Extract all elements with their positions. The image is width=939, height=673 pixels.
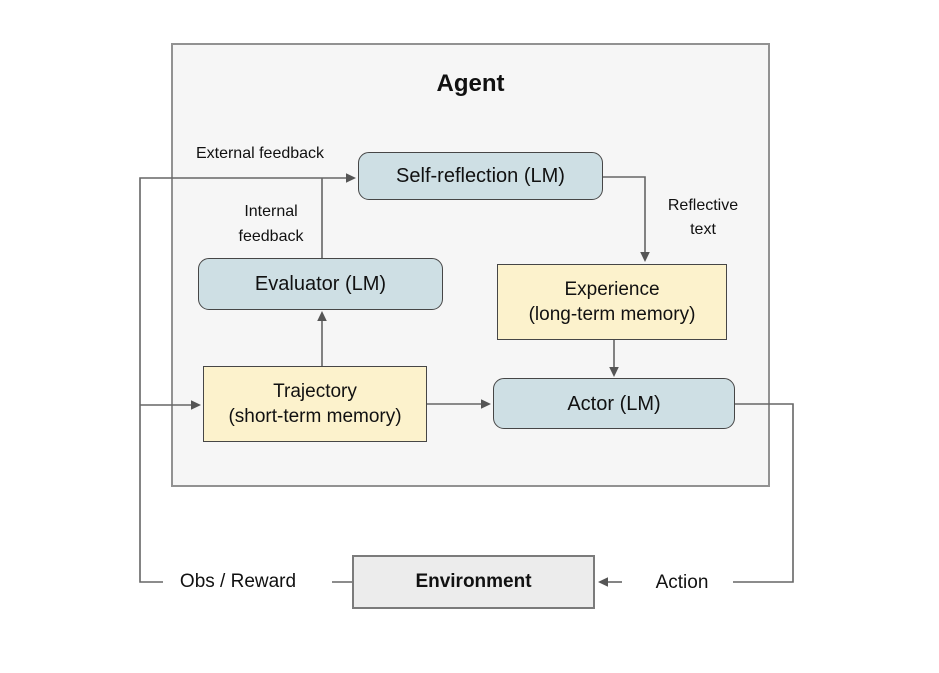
- experience-sublabel: (long-term memory): [528, 304, 696, 325]
- node-self-reflection: Self-reflection (LM): [358, 152, 603, 200]
- arrowhead-into-environment: [598, 577, 608, 587]
- node-evaluator: Evaluator (LM): [198, 258, 443, 310]
- internal-feedback-label: Internal feedback: [225, 199, 317, 249]
- reflective-text-line1: Reflective: [667, 197, 739, 214]
- arrowhead-into-trajectory: [191, 400, 201, 410]
- node-trajectory: Trajectory (short-term memory): [203, 366, 427, 442]
- self-reflection-label: Self-reflection (LM): [396, 165, 565, 187]
- edge-actor-to-environment: [607, 403, 794, 583]
- agent-title: Agent: [436, 70, 505, 97]
- experience-label: Experience: [564, 279, 660, 300]
- trajectory-label: Trajectory: [273, 381, 357, 402]
- evaluator-label: Evaluator (LM): [254, 273, 387, 295]
- action-label: Action: [655, 572, 709, 593]
- arrowhead-into-actor-left: [481, 399, 491, 409]
- arrowhead-into-selfreflection: [346, 173, 356, 183]
- external-feedback-label: External feedback: [195, 145, 325, 162]
- reflective-text-label: Reflective text: [655, 194, 751, 242]
- trajectory-sublabel: (short-term memory): [228, 406, 402, 427]
- node-environment: Environment: [352, 555, 595, 609]
- obs-reward-label: Obs / Reward: [179, 571, 297, 592]
- internal-feedback-line2: feedback: [238, 228, 304, 245]
- arrowhead-into-experience: [640, 252, 650, 262]
- arrowhead-into-actor-top: [609, 367, 619, 377]
- node-actor: Actor (LM): [493, 378, 735, 429]
- reflective-text-line2: text: [690, 221, 716, 238]
- environment-label: Environment: [415, 571, 532, 592]
- edge-environment-to-selfreflection: [139, 177, 352, 583]
- node-experience: Experience (long-term memory): [497, 264, 727, 340]
- actor-label: Actor (LM): [567, 392, 661, 415]
- edge-selfreflection-to-experience: [603, 176, 646, 253]
- arrowhead-into-evaluator: [317, 311, 327, 321]
- internal-feedback-line1: Internal: [244, 203, 298, 220]
